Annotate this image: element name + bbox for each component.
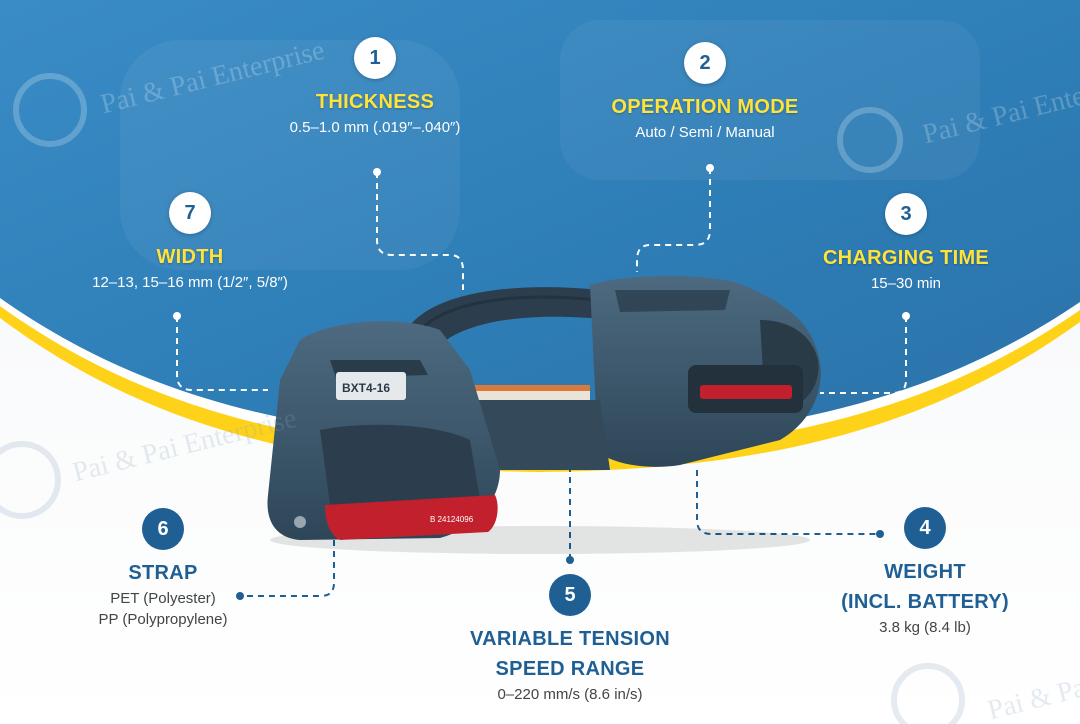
- spec-width: 7 WIDTH 12–13, 15–16 mm (1/2″, 5/8″): [55, 192, 325, 293]
- spec-strap: 6 STRAP PET (Polyester) PP (Polypropylen…: [68, 508, 258, 630]
- spec-value: 3.8 kg (8.4 lb): [879, 619, 971, 636]
- spec-value: 15–30 min: [870, 275, 942, 292]
- leader-dots-dark: [236, 530, 884, 600]
- spec-charging-time: 3 CHARGING TIME 15–30 min: [796, 193, 1016, 294]
- spec-value: 0.5–1.0 mm (.019″–.040″): [289, 119, 461, 136]
- spec-tension-speed: 5 VARIABLE TENSION SPEED RANGE 0–220 mm/…: [445, 574, 695, 705]
- spec-value-line: PET (Polyester): [110, 590, 216, 607]
- bg-shape: [560, 20, 980, 180]
- blue-background: [0, 0, 1080, 442]
- spec-number-badge: 6: [142, 508, 184, 550]
- spec-number-badge: 4: [904, 507, 946, 549]
- leader-lines-light: [176, 168, 907, 394]
- spec-title: THICKNESS: [315, 91, 435, 113]
- spec-number-badge: 3: [885, 193, 927, 235]
- spec-thickness: 1 THICKNESS 0.5–1.0 mm (.019″–.040″): [255, 37, 495, 138]
- spec-title-line: (INCL. BATTERY): [841, 591, 1009, 613]
- strapping-tool-illustration: [267, 275, 821, 554]
- spec-title: OPERATION MODE: [611, 96, 799, 118]
- spec-number-badge: 7: [169, 192, 211, 234]
- spec-value: Auto / Semi / Manual: [635, 124, 775, 141]
- tool-serial-label: B 24124096: [430, 515, 474, 524]
- spec-title: WIDTH: [156, 246, 224, 268]
- spec-title-line: SPEED RANGE: [495, 658, 645, 680]
- spec-value-line: PP (Polypropylene): [98, 611, 228, 628]
- spec-number-badge: 2: [684, 42, 726, 84]
- spec-title: STRAP: [128, 562, 198, 584]
- spec-value: 0–220 mm/s (8.6 in/s): [497, 686, 643, 703]
- spec-weight: 4 WEIGHT (INCL. BATTERY) 3.8 kg (8.4 lb): [815, 507, 1035, 638]
- tool-model-label: BXT4-16: [342, 381, 390, 395]
- watermark-logo-icon: [0, 73, 965, 724]
- spec-number-badge: 5: [549, 574, 591, 616]
- leader-dots-light: [173, 164, 910, 320]
- spec-value: 12–13, 15–16 mm (1/2″, 5/8″): [92, 274, 288, 291]
- spec-title: CHARGING TIME: [822, 247, 990, 269]
- spec-number-badge: 1: [354, 37, 396, 79]
- spec-title-line: WEIGHT: [884, 561, 966, 583]
- spec-title-line: VARIABLE TENSION: [470, 628, 670, 650]
- spec-operation-mode: 2 OPERATION MODE Auto / Semi / Manual: [580, 42, 830, 143]
